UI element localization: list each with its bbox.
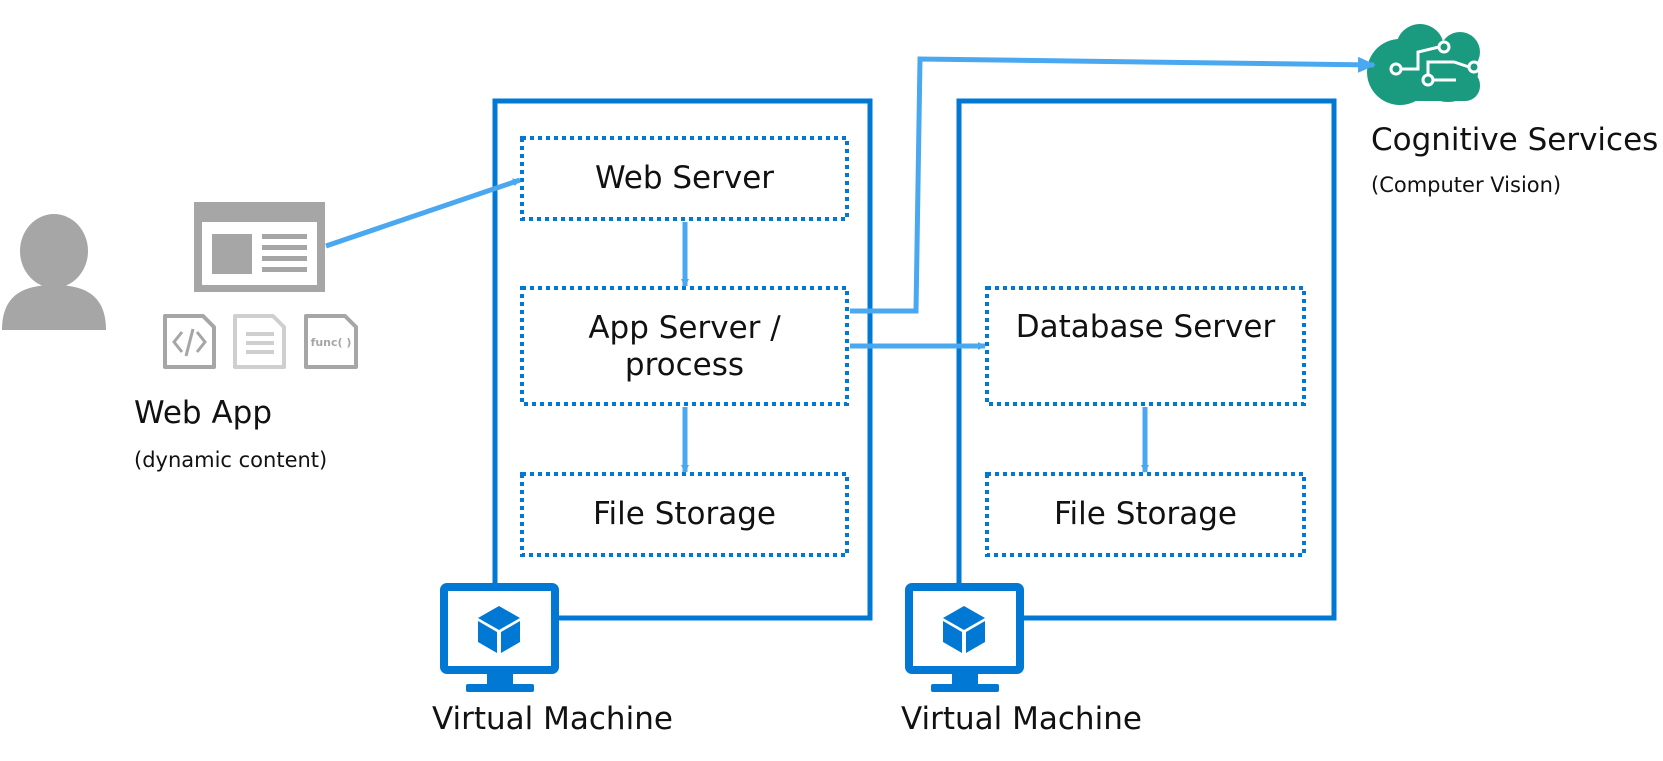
function-file-label: func( ) — [311, 336, 352, 349]
app-server-box — [520, 286, 849, 406]
vm2-container — [956, 98, 1337, 621]
vm1-file-storage-box — [520, 472, 849, 557]
vm2-file-storage-label: File Storage — [1053, 496, 1238, 532]
cognitive-services-icon — [1367, 24, 1481, 105]
function-file-icon: func( ) — [304, 314, 358, 369]
vm1-file-storage-label: File Storage — [592, 496, 777, 532]
arrow-appserver-to-cognitive — [850, 56, 1376, 314]
vm1-label: Virtual Machine — [432, 701, 673, 737]
document-file-icon — [233, 314, 286, 369]
web-server-label: Web Server — [594, 160, 775, 196]
arrow-webapp-to-webserver — [325, 177, 521, 249]
app-server-label-line1: App Server / — [588, 310, 781, 346]
user-icon — [2, 214, 106, 330]
app-server-label-line2: process — [624, 347, 745, 383]
database-server-box — [985, 286, 1306, 406]
vm2-label: Virtual Machine — [901, 701, 1142, 737]
cognitive-services-title: Cognitive Services — [1371, 122, 1659, 158]
web-app-title: Web App — [134, 395, 273, 431]
vm2-monitor-icon — [905, 583, 1024, 692]
cognitive-services-subtitle: (Computer Vision) — [1371, 173, 1562, 197]
web-app-subtitle: (dynamic content) — [134, 448, 328, 472]
database-server-label: Database Server — [1015, 309, 1276, 345]
web-server-box — [520, 136, 849, 221]
browser-window-icon — [194, 202, 325, 292]
vm2-file-storage-box — [985, 472, 1306, 557]
code-file-icon — [163, 314, 216, 369]
vm1-monitor-icon — [440, 583, 559, 692]
vm1-container — [492, 98, 873, 621]
